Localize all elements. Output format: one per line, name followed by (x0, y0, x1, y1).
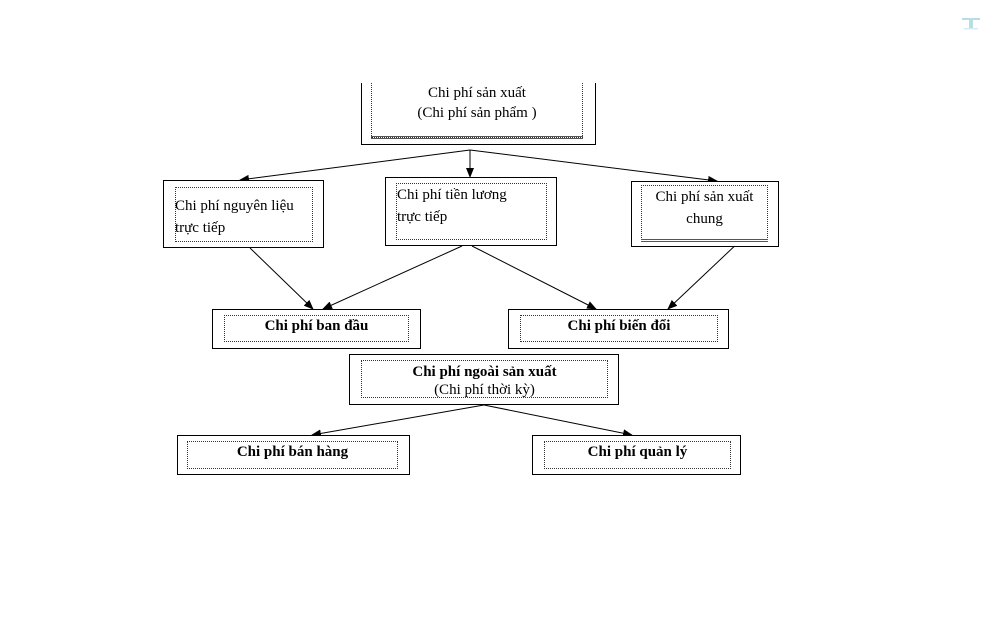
arrow-material-to-prime (249, 247, 314, 310)
admin-cost-label: Chi phí quản lý (587, 444, 688, 460)
admin-cost-inner (544, 441, 731, 469)
non-production-cost-box (349, 354, 619, 405)
prime-cost-label: Chi phí ban đầu (264, 318, 369, 334)
non-production-cost-label-1: Chi phí ngoài sản xuất (412, 364, 557, 380)
arrow-production-to-direct-material (239, 149, 471, 183)
arrow-general-to-conversion (667, 239, 742, 310)
arrow-labor-to-prime (322, 245, 463, 310)
production-cost-double-rule (371, 136, 583, 139)
direct-material-inner (175, 187, 313, 242)
arrow-nonprod-to-selling (311, 404, 485, 438)
general-production-label-2: chung (686, 211, 723, 227)
arrow-production-to-general (469, 149, 718, 184)
direct-material-label-1: Chi phí nguyên liệu (175, 198, 294, 214)
selling-cost-inner (187, 441, 398, 469)
direct-labor-inner (396, 183, 547, 240)
general-production-box (631, 181, 779, 247)
arrow-labor-to-conversion (471, 245, 597, 310)
production-cost-label-2: (Chi phí sản phẩm ) (417, 105, 537, 121)
non-production-cost-label-2: (Chi phí thời kỳ) (434, 382, 535, 398)
production-cost-label-1: Chi phí sản xuất (428, 85, 526, 101)
general-production-label-1: Chi phí sản xuất (655, 189, 754, 205)
non-production-cost-inner (361, 360, 608, 398)
direct-labor-label-2: trực tiếp (397, 209, 448, 225)
direct-material-box (163, 180, 324, 248)
document-icon (961, 17, 981, 31)
general-production-double-rule (641, 239, 768, 242)
conversion-cost-inner (520, 315, 718, 342)
direct-material-label-2: trực tiếp (175, 220, 226, 236)
selling-cost-label: Chi phí bán hàng (236, 444, 349, 460)
direct-labor-box (385, 177, 557, 246)
production-cost-box (361, 83, 596, 145)
prime-cost-inner (224, 315, 409, 342)
arrow-nonprod-to-admin (483, 404, 633, 438)
production-cost-inner (371, 83, 583, 138)
direct-labor-label-1: Chi phí tiền lương (397, 187, 507, 203)
conversion-cost-label: Chi phí biến đổi (567, 318, 671, 334)
